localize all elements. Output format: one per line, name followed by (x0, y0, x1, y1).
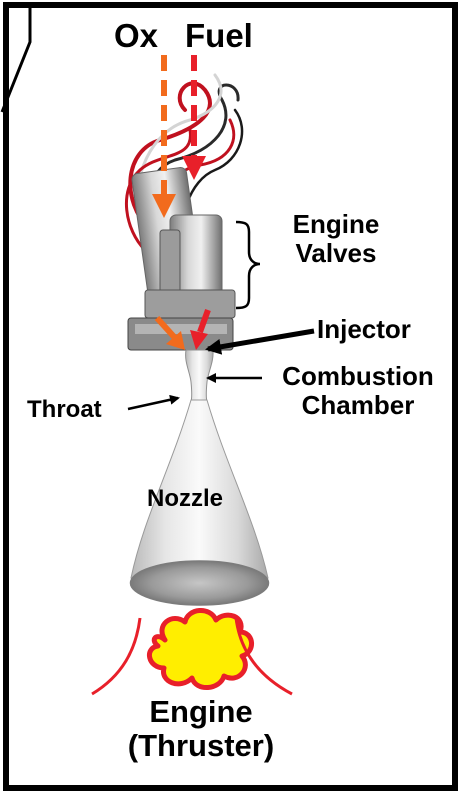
nozzle-exit (131, 561, 269, 605)
engine-valves-label: Engine Valves (268, 210, 404, 268)
engine-valves-label-line2: Valves (268, 239, 404, 268)
throat-label: Throat (27, 397, 102, 424)
engine-thruster-title: Engine (Thruster) (100, 695, 302, 763)
combustion-label-line2: Chamber (259, 391, 457, 420)
nozzle-label: Nozzle (147, 486, 223, 513)
engine-valves-bracket (236, 222, 260, 308)
fuel-label: Fuel (185, 18, 253, 55)
ox-label: Ox (114, 18, 158, 55)
combustion-chamber-label: Combustion Chamber (259, 362, 457, 420)
engine-valves-label-line1: Engine (268, 210, 404, 239)
combustion-label-line1: Combustion (259, 362, 457, 391)
throat-leader-arrow (128, 398, 178, 409)
injector-label: Injector (317, 315, 411, 344)
exhaust-curve-left (92, 618, 140, 694)
engine-title-line1: Engine (100, 695, 302, 729)
engine-title-line2: (Thruster) (100, 729, 302, 763)
combustion-chamber (186, 350, 214, 402)
engine-valves-hardware (128, 167, 235, 350)
